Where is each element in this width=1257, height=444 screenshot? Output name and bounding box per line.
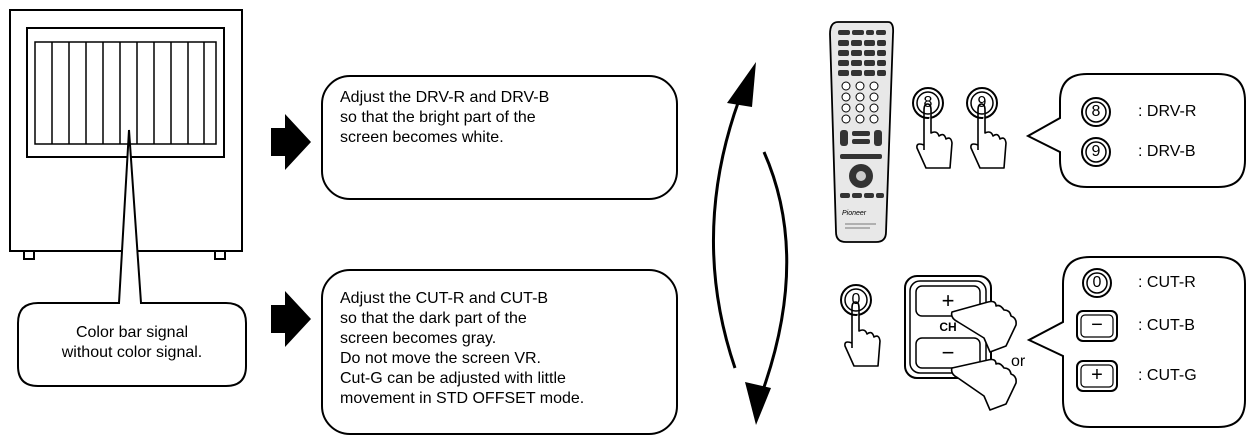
legend-top-label: : DRV-R bbox=[1138, 103, 1197, 120]
callout-top-line: so that the bright part of the bbox=[340, 109, 536, 126]
legend-top-key-label: 9 bbox=[1091, 143, 1101, 160]
callout-top-line: Adjust the DRV-R and DRV-B bbox=[340, 89, 550, 106]
monitor-callout-bubble bbox=[17, 129, 247, 387]
monitor-callout-line: without color signal. bbox=[61, 344, 203, 361]
hand-pointer-9-icon bbox=[970, 103, 1007, 169]
legend-key-minus bbox=[1076, 310, 1118, 342]
ch-plus-label: + bbox=[941, 288, 955, 313]
hand-pointer-0-icon bbox=[844, 301, 881, 367]
legend-bottom-bubble bbox=[1026, 256, 1246, 428]
color-bar-pattern bbox=[34, 41, 217, 145]
legend-bottom-label: : CUT-G bbox=[1138, 367, 1197, 384]
hand-pointer-plus-icon bbox=[950, 300, 1017, 353]
callout-bottom-line: Cut-G can be adjusted with little bbox=[340, 370, 566, 387]
button-8 bbox=[912, 87, 944, 119]
callout-bottom-frame bbox=[321, 269, 678, 435]
callout-top-line: screen becomes white. bbox=[340, 129, 504, 146]
button-0-label: 0 bbox=[851, 291, 861, 308]
legend-top-key-label: 8 bbox=[1091, 103, 1101, 120]
hand-pointer-minus-icon bbox=[950, 358, 1017, 411]
button-9 bbox=[966, 87, 998, 119]
callout-bottom-line: so that the dark part of the bbox=[340, 310, 527, 327]
legend-top-bubble bbox=[1025, 73, 1246, 188]
monitor-callout-line: Color bar signal bbox=[75, 324, 189, 341]
or-label: or bbox=[1011, 353, 1026, 370]
cycle-arrows-icon bbox=[711, 62, 789, 425]
monitor-foot-left bbox=[23, 250, 35, 260]
callout-bottom-line: movement in STD OFFSET mode. bbox=[340, 390, 585, 407]
legend-key-plus bbox=[1076, 360, 1118, 392]
callout-top-frame bbox=[321, 75, 678, 200]
monitor-screen-frame bbox=[26, 27, 225, 158]
legend-bottom-key-label: + bbox=[1091, 364, 1103, 386]
callout-bottom-text: Adjust the CUT-R and CUT-B so that the d… bbox=[340, 289, 584, 409]
callout-top-text: Adjust the DRV-R and DRV-B so that the b… bbox=[340, 88, 549, 148]
legend-bottom-label: : CUT-R bbox=[1138, 274, 1196, 291]
remote-brand-label: Pioneer bbox=[842, 210, 867, 217]
monitor-callout-text: Color bar signal without color signal. bbox=[18, 323, 246, 363]
monitor-foot-right bbox=[214, 250, 226, 260]
legend-bottom-key-label: 0 bbox=[1092, 274, 1102, 291]
legend-bottom-key-label: − bbox=[1091, 314, 1103, 336]
ch-minus-label: − bbox=[941, 340, 955, 365]
hand-pointer-8-icon bbox=[916, 103, 953, 169]
remote-control bbox=[829, 21, 895, 243]
button-9-label: 9 bbox=[977, 94, 987, 111]
button-8-label: 8 bbox=[923, 94, 933, 111]
callout-bottom-line: Adjust the CUT-R and CUT-B bbox=[340, 290, 549, 307]
callout-bottom-line: Do not move the screen VR. bbox=[340, 350, 541, 367]
legend-top-label: : DRV-B bbox=[1138, 143, 1196, 160]
legend-bottom-label: : CUT-B bbox=[1138, 317, 1195, 334]
ch-minus-key bbox=[915, 337, 981, 369]
button-0 bbox=[840, 284, 872, 316]
callout-bottom-line: screen becomes gray. bbox=[340, 330, 497, 347]
ch-label: CH bbox=[939, 320, 957, 334]
arrow-right-top-icon bbox=[271, 114, 311, 170]
arrow-right-bottom-icon bbox=[271, 291, 311, 347]
